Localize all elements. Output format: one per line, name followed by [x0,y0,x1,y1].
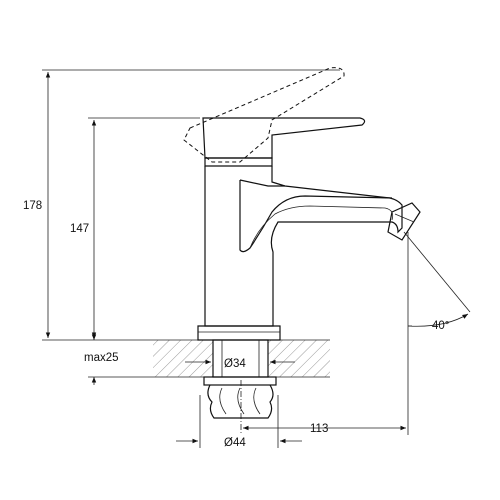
dimension-max25: max25 [84,332,119,385]
countertop-section [153,339,330,378]
dim-label-d44: Ø44 [224,437,246,449]
faucet-body [183,67,421,419]
dimension-178: 178 [23,72,51,338]
dimension-147: 147 [70,120,97,338]
dim-label-max25: max25 [84,352,119,364]
dimension-113: 113 [243,423,406,435]
dim-label-178: 178 [23,200,42,212]
dim-label-113: 113 [310,423,328,435]
dim-label-40deg: 40° [432,320,449,332]
dimension-angle-40: 40° [403,231,471,332]
dimension-d34: Ø34 [185,358,295,370]
extension-lines [42,69,409,448]
dim-label-d34: Ø34 [224,358,246,370]
dim-label-147: 147 [70,223,89,235]
dimension-d44: Ø44 [176,437,302,449]
